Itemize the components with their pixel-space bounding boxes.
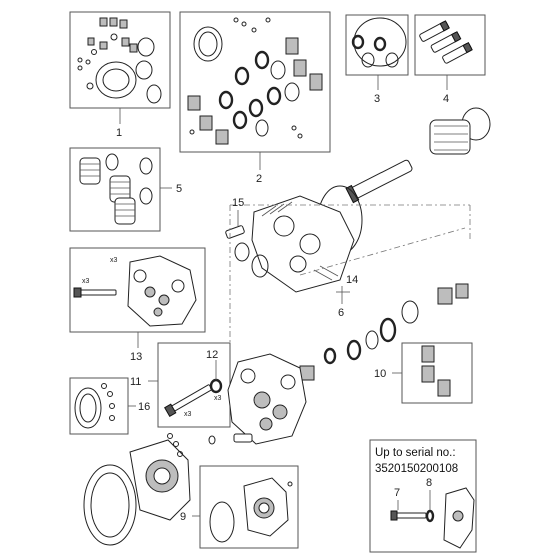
main-spring-icon [429,107,491,155]
callout-2: 2 [256,173,262,185]
callout-3: 3 [374,93,380,105]
callout-7: 7 [394,487,400,499]
swash-plate-icon [251,185,363,293]
serial-bolt-icon [390,487,475,549]
callout-10: 10 [374,368,386,380]
multiplier-12: x3 [214,395,222,402]
multiplier-13b: x3 [82,278,90,285]
kit-box-2 [179,11,331,153]
kit-box-3 [345,14,409,76]
callout-13: 13 [130,351,142,363]
check-valve-icon [421,345,451,397]
callout-15: 15 [232,197,244,209]
multiplier-11: x3 [184,411,192,418]
serial-note-line2: 3520150200108 [375,463,458,475]
seal-kit-icon [77,17,162,104]
callout-8: 8 [426,477,432,489]
kit-box-13 [69,247,206,333]
callout-14: 14 [346,274,358,286]
pump-head-icon [127,255,197,327]
serial-box [369,439,477,553]
callout-6: 6 [338,307,344,319]
small-plug-icon [208,433,253,445]
gasket-kit-icon [74,383,115,429]
shaft-icon [345,159,413,204]
bearing-housing-icon [83,433,191,546]
multiplier-13a: x3 [110,257,118,264]
callout-1: 1 [116,127,122,139]
kit-box-4 [414,14,486,76]
kit-box-16 [69,377,129,435]
bearing-flange-icon [209,477,293,543]
serial-note-line1: Up to serial no.: [375,447,456,459]
kit-box-5 [69,147,161,232]
axis-line-4 [299,227,466,276]
bolt-icon [73,287,117,298]
small-washer-12-icon [209,378,223,394]
seal-ring-icon [351,17,407,68]
callout-5: 5 [176,183,182,195]
kit-box-9 [199,465,299,549]
callout-4: 4 [443,93,449,105]
callout-9: 9 [180,511,186,523]
seal-chain-icon [299,283,469,381]
callout-11: 11 [130,376,141,388]
spring-icon [79,153,153,225]
kit-box-10 [401,342,473,404]
lower-pump-head-icon [227,353,307,445]
callout-12: 12 [206,349,218,361]
piston-icon [419,20,473,64]
valve-kit-icon [187,17,323,145]
callout-16: 16 [138,401,150,413]
